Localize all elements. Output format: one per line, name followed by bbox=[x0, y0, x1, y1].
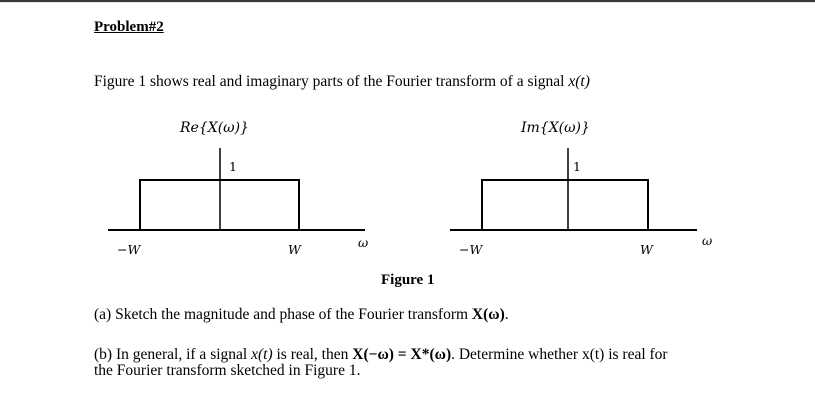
part-b-line1: (b) In general, if a signal x(t) is real… bbox=[94, 346, 668, 364]
left-neg-w-label: −W bbox=[117, 242, 141, 257]
right-rect-pulse bbox=[481, 179, 649, 230]
left-rect-pulse bbox=[139, 179, 300, 230]
problem-heading: Problem#2 bbox=[94, 19, 164, 35]
right-plot: Im{X(ω)} 1 −W W ω bbox=[450, 120, 712, 257]
part-b-line2: the Fourier transform sketched in Figure… bbox=[94, 362, 361, 379]
left-pos-w-label: W bbox=[288, 242, 302, 257]
part-b-expr: X(−ω) = X*(ω) bbox=[352, 346, 452, 363]
part-b-signal: x(t) bbox=[251, 346, 273, 363]
part-a-expr: X(ω) bbox=[471, 306, 505, 323]
right-omega-label: ω bbox=[702, 233, 712, 248]
part-b-prefix: (b) In general, if a signal bbox=[94, 346, 252, 363]
left-omega-label: ω bbox=[358, 235, 368, 250]
top-border-line bbox=[0, 0, 815, 2]
right-neg-w-label: −W bbox=[459, 242, 483, 257]
intro-text: Figure 1 shows real and imaginary parts … bbox=[94, 73, 590, 91]
left-peak-label: 1 bbox=[229, 159, 237, 174]
part-a-text: (a) Sketch the magnitude and phase of th… bbox=[94, 306, 509, 324]
left-plot-title: Re{X(ω)} bbox=[179, 120, 249, 136]
right-plot-title: Im{X(ω)} bbox=[520, 120, 590, 136]
figure-caption: Figure 1 bbox=[381, 272, 435, 288]
part-b-suffix: . Determine whether x(t) is real for bbox=[451, 346, 668, 363]
part-a-prefix: (a) Sketch the magnitude and phase of th… bbox=[94, 306, 472, 323]
right-peak-label: 1 bbox=[573, 159, 581, 174]
part-b-middle: is real, then bbox=[272, 346, 353, 363]
part-a-suffix: . bbox=[504, 306, 509, 323]
intro-signal: x(t) bbox=[568, 73, 590, 90]
left-plot: Re{X(ω)} 1 −W W ω bbox=[108, 120, 368, 257]
right-pos-w-label: W bbox=[640, 242, 654, 257]
intro-sentence: Figure 1 shows real and imaginary parts … bbox=[94, 73, 569, 90]
